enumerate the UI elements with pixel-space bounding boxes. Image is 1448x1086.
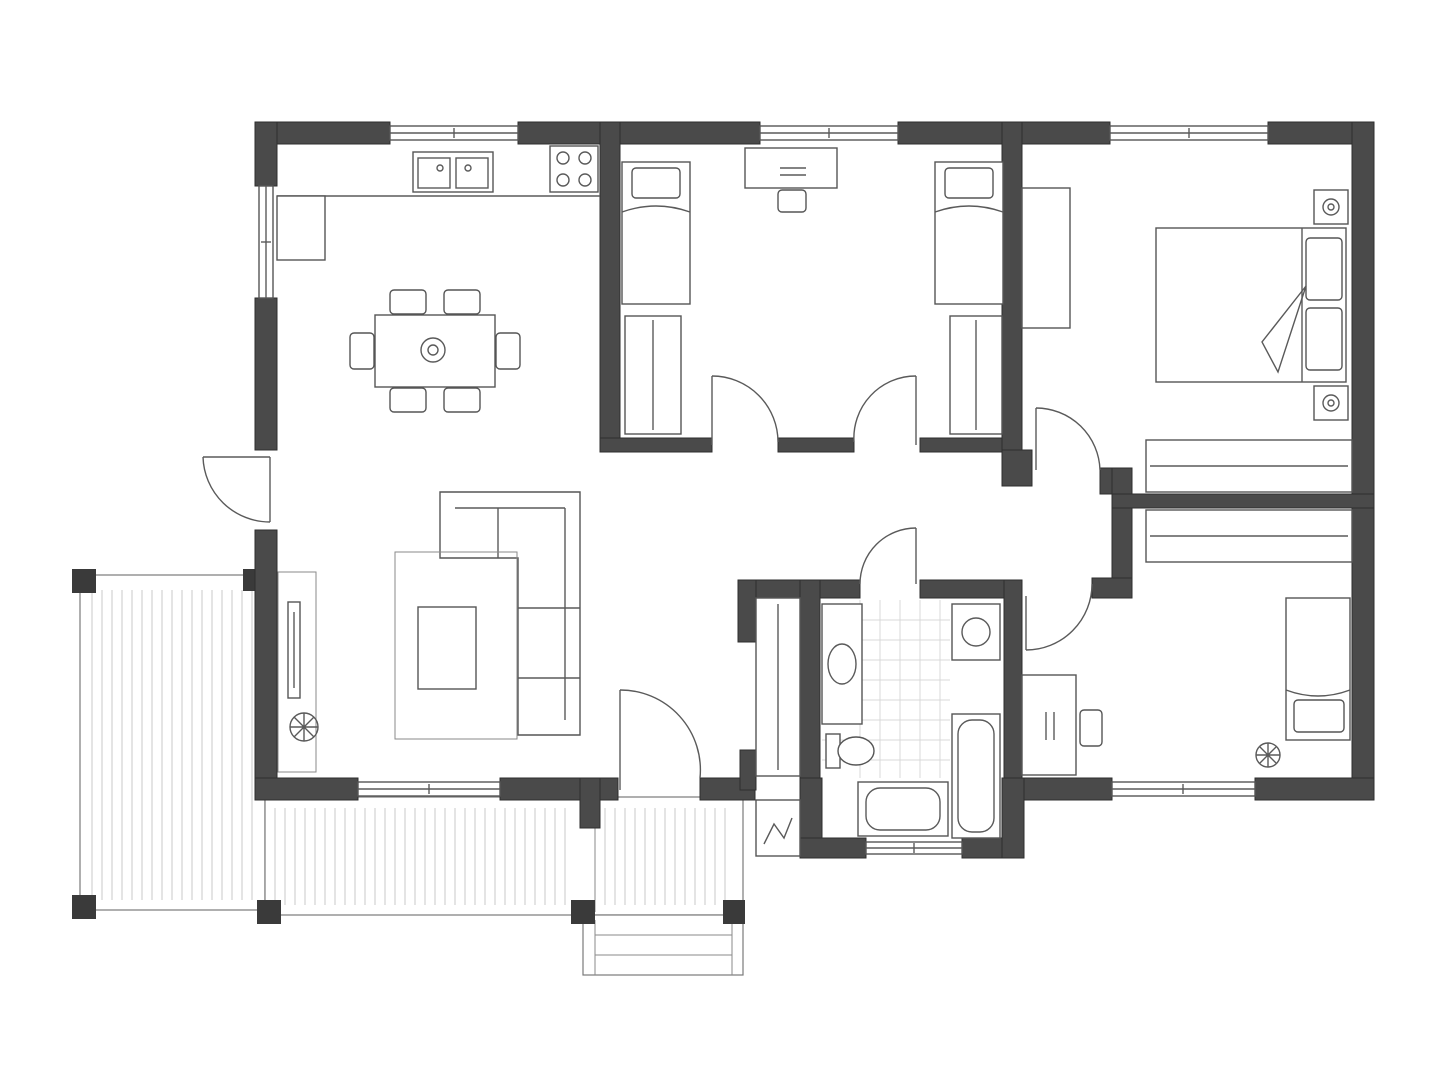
sink-icon bbox=[412, 151, 494, 193]
deck-boards-left bbox=[91, 590, 253, 900]
door-twin-right bbox=[853, 375, 917, 445]
window-master-top bbox=[1109, 125, 1269, 141]
nightstand-bottom bbox=[1313, 385, 1349, 421]
double-bed bbox=[1155, 227, 1347, 383]
twin-bed-left bbox=[621, 161, 691, 305]
window-single-bottom bbox=[1111, 781, 1256, 797]
desk bbox=[744, 147, 838, 213]
door-master bbox=[1035, 407, 1101, 471]
deck-boards-bottom bbox=[274, 808, 726, 905]
door-bath bbox=[859, 527, 917, 585]
window-twin-top bbox=[759, 125, 899, 141]
vanity bbox=[821, 603, 863, 725]
utility-closet bbox=[755, 799, 801, 857]
door-back bbox=[619, 689, 702, 790]
closet bbox=[1145, 509, 1353, 563]
plant-icon bbox=[289, 712, 319, 742]
sectional-sofa bbox=[439, 491, 581, 736]
bathtub bbox=[857, 781, 949, 837]
dresser bbox=[1021, 187, 1071, 329]
kitchen-living-dining bbox=[276, 145, 600, 773]
doors bbox=[202, 375, 1101, 790]
desk bbox=[1021, 674, 1103, 776]
window-left bbox=[258, 185, 274, 299]
tv-console bbox=[277, 571, 317, 773]
bedroom-master bbox=[1021, 187, 1353, 493]
walls bbox=[254, 121, 1375, 859]
single-bed bbox=[1285, 597, 1351, 741]
steps bbox=[582, 914, 744, 976]
bedroom-twin bbox=[621, 147, 1004, 435]
door-single bbox=[1025, 583, 1093, 651]
dining-table bbox=[349, 289, 521, 413]
door-entry-left bbox=[202, 456, 271, 523]
windows bbox=[258, 125, 1269, 855]
wardrobe-left bbox=[624, 315, 682, 435]
bedroom-single bbox=[1021, 509, 1353, 776]
door-twin-left bbox=[711, 375, 779, 445]
stove-icon bbox=[549, 145, 599, 193]
window-kitchen-top bbox=[389, 125, 519, 141]
window-living-bottom bbox=[357, 781, 501, 797]
bathroom bbox=[821, 600, 1001, 839]
toilet bbox=[825, 733, 875, 769]
nightstand-top bbox=[1313, 189, 1349, 225]
plant-icon bbox=[1255, 742, 1281, 768]
shower-tub bbox=[951, 713, 1001, 839]
wardrobe-right bbox=[949, 315, 1003, 435]
closet-hall bbox=[755, 597, 801, 777]
twin-bed-right bbox=[934, 161, 1004, 305]
closet bbox=[1145, 439, 1353, 493]
posts bbox=[72, 569, 745, 924]
porch-deck bbox=[72, 569, 745, 976]
washbasin-icon bbox=[951, 603, 1001, 661]
window-bath-bottom bbox=[865, 841, 963, 855]
area-rug bbox=[394, 551, 518, 740]
